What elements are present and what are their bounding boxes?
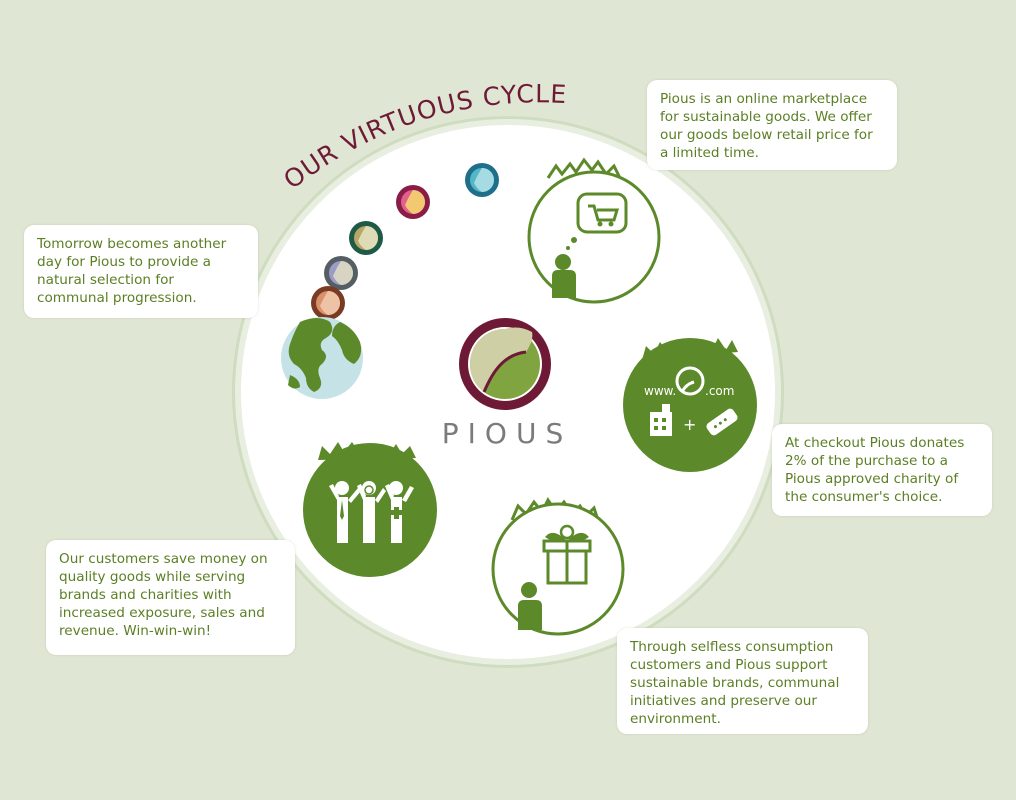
step-win-win-win-text: Our customers save money on quality good…	[59, 551, 268, 639]
step-selfless-consumption-text: Through selfless consumption customers a…	[630, 639, 840, 727]
step-tomorrow-note: Tomorrow becomes another day for Pious t…	[24, 225, 258, 318]
bubble-logo-icon	[465, 163, 499, 197]
bubble-logo-icon	[349, 221, 383, 255]
bubble-logo-icon	[396, 185, 430, 219]
earth-globe-icon	[281, 317, 363, 399]
step-donation-note: At checkout Pious donates 2% of the purc…	[772, 424, 992, 516]
step-win-win-win-note: Our customers save money on quality good…	[46, 540, 295, 655]
step-selfless-consumption-note: Through selfless consumption customers a…	[617, 628, 868, 734]
gift-box-icon	[491, 497, 625, 636]
step-marketplace-text: Pious is an online marketplace for susta…	[660, 91, 873, 161]
logo-bubble-trail	[311, 163, 499, 320]
web-suffix: .com	[705, 384, 734, 398]
web-prefix: www.	[644, 384, 676, 398]
bubble-logo-icon	[324, 256, 358, 290]
plus-sign: +	[683, 415, 696, 434]
shopping-cart-thought-icon	[527, 157, 661, 304]
brand-name: PIOUS	[442, 417, 572, 450]
three-people-icon	[303, 442, 437, 577]
pious-logo	[459, 318, 551, 410]
step-marketplace-note: Pious is an online marketplace for susta…	[647, 80, 897, 170]
bubble-logo-icon	[311, 286, 345, 320]
step-donation-text: At checkout Pious donates 2% of the purc…	[785, 435, 965, 505]
step-tomorrow-text: Tomorrow becomes another day for Pious t…	[37, 236, 227, 306]
website-donation-icon: www. .com +	[623, 338, 757, 472]
